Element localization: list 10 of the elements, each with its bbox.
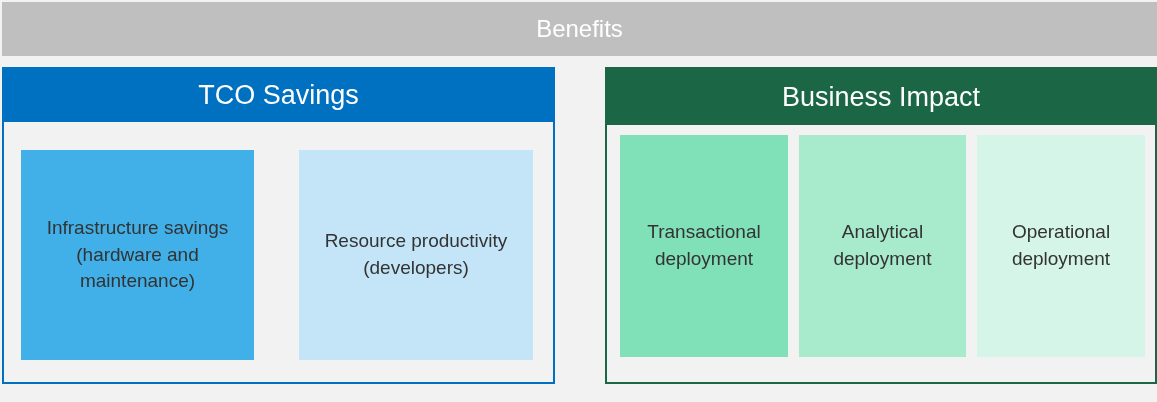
- benefit-box: Transactional deployment: [620, 135, 788, 357]
- benefit-box: Operational deployment: [977, 135, 1145, 357]
- panel-heading: Business Impact: [607, 69, 1155, 125]
- panel-heading: TCO Savings: [4, 69, 553, 122]
- heading-band: Benefits: [2, 2, 1157, 56]
- category-panel: [605, 67, 1157, 384]
- benefit-box: Analytical deployment: [799, 135, 966, 357]
- category-panel: [2, 67, 555, 384]
- benefit-box: Infrastructure savings (hardware and maintenance): [21, 150, 254, 360]
- benefit-box: Resource productivity (developers): [299, 150, 533, 360]
